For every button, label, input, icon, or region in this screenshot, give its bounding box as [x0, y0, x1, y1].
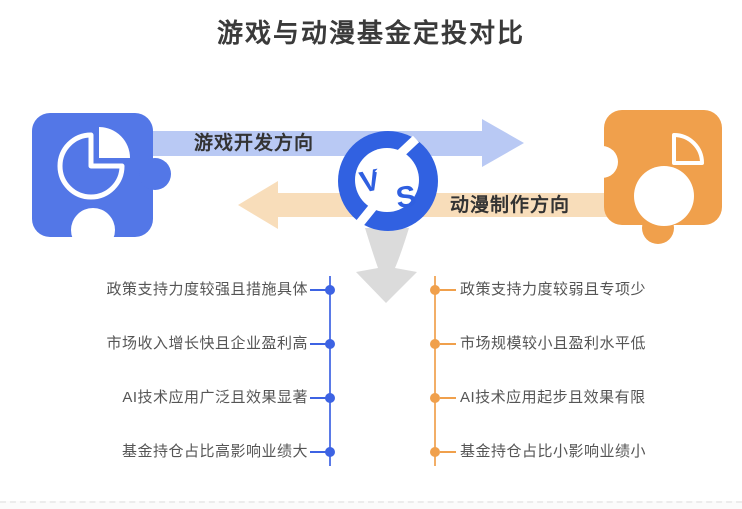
list-item: 政策支持力度较弱且专项少 — [460, 281, 647, 298]
left-timeline — [310, 276, 335, 466]
page-title: 游戏与动漫基金定投对比 — [216, 18, 525, 48]
timeline-dot — [325, 393, 335, 403]
list-item: AI技术应用起步且效果有限 — [460, 389, 646, 406]
list-item: 政策支持力度较强且措施具体 — [106, 281, 308, 298]
pie-chart-icon — [57, 127, 130, 200]
list-item: 基金持仓占比小影响业绩小 — [460, 443, 647, 460]
timeline-dot — [325, 285, 335, 295]
vs-badge: V S — [338, 131, 438, 231]
timeline-dot — [430, 285, 440, 295]
timeline-dot — [430, 447, 440, 457]
anime-direction-label: 动漫制作方向 — [449, 195, 570, 216]
game-direction-label: 游戏开发方向 — [193, 133, 314, 154]
timeline-dot — [325, 447, 335, 457]
right-timeline — [430, 276, 456, 466]
lightning-bolt-icon — [356, 135, 420, 226]
puzzle-piece-left — [32, 113, 171, 252]
bottom-divider — [0, 501, 742, 509]
list-item: 基金持仓占比高影响业绩大 — [121, 443, 308, 460]
vs-letter-s: S — [394, 180, 418, 215]
list-item: 市场规模较小且盈利水平低 — [460, 335, 647, 352]
timeline-dot — [325, 339, 335, 349]
timeline-dot — [430, 393, 440, 403]
list-item: AI技术应用广泛且效果显著 — [122, 389, 308, 406]
timeline-dot — [430, 339, 440, 349]
pie-chart-icon — [634, 133, 704, 226]
puzzle-piece-right — [586, 110, 722, 244]
list-item: 市场收入增长快且企业盈利高 — [106, 335, 308, 352]
down-arrow-icon — [356, 228, 417, 303]
